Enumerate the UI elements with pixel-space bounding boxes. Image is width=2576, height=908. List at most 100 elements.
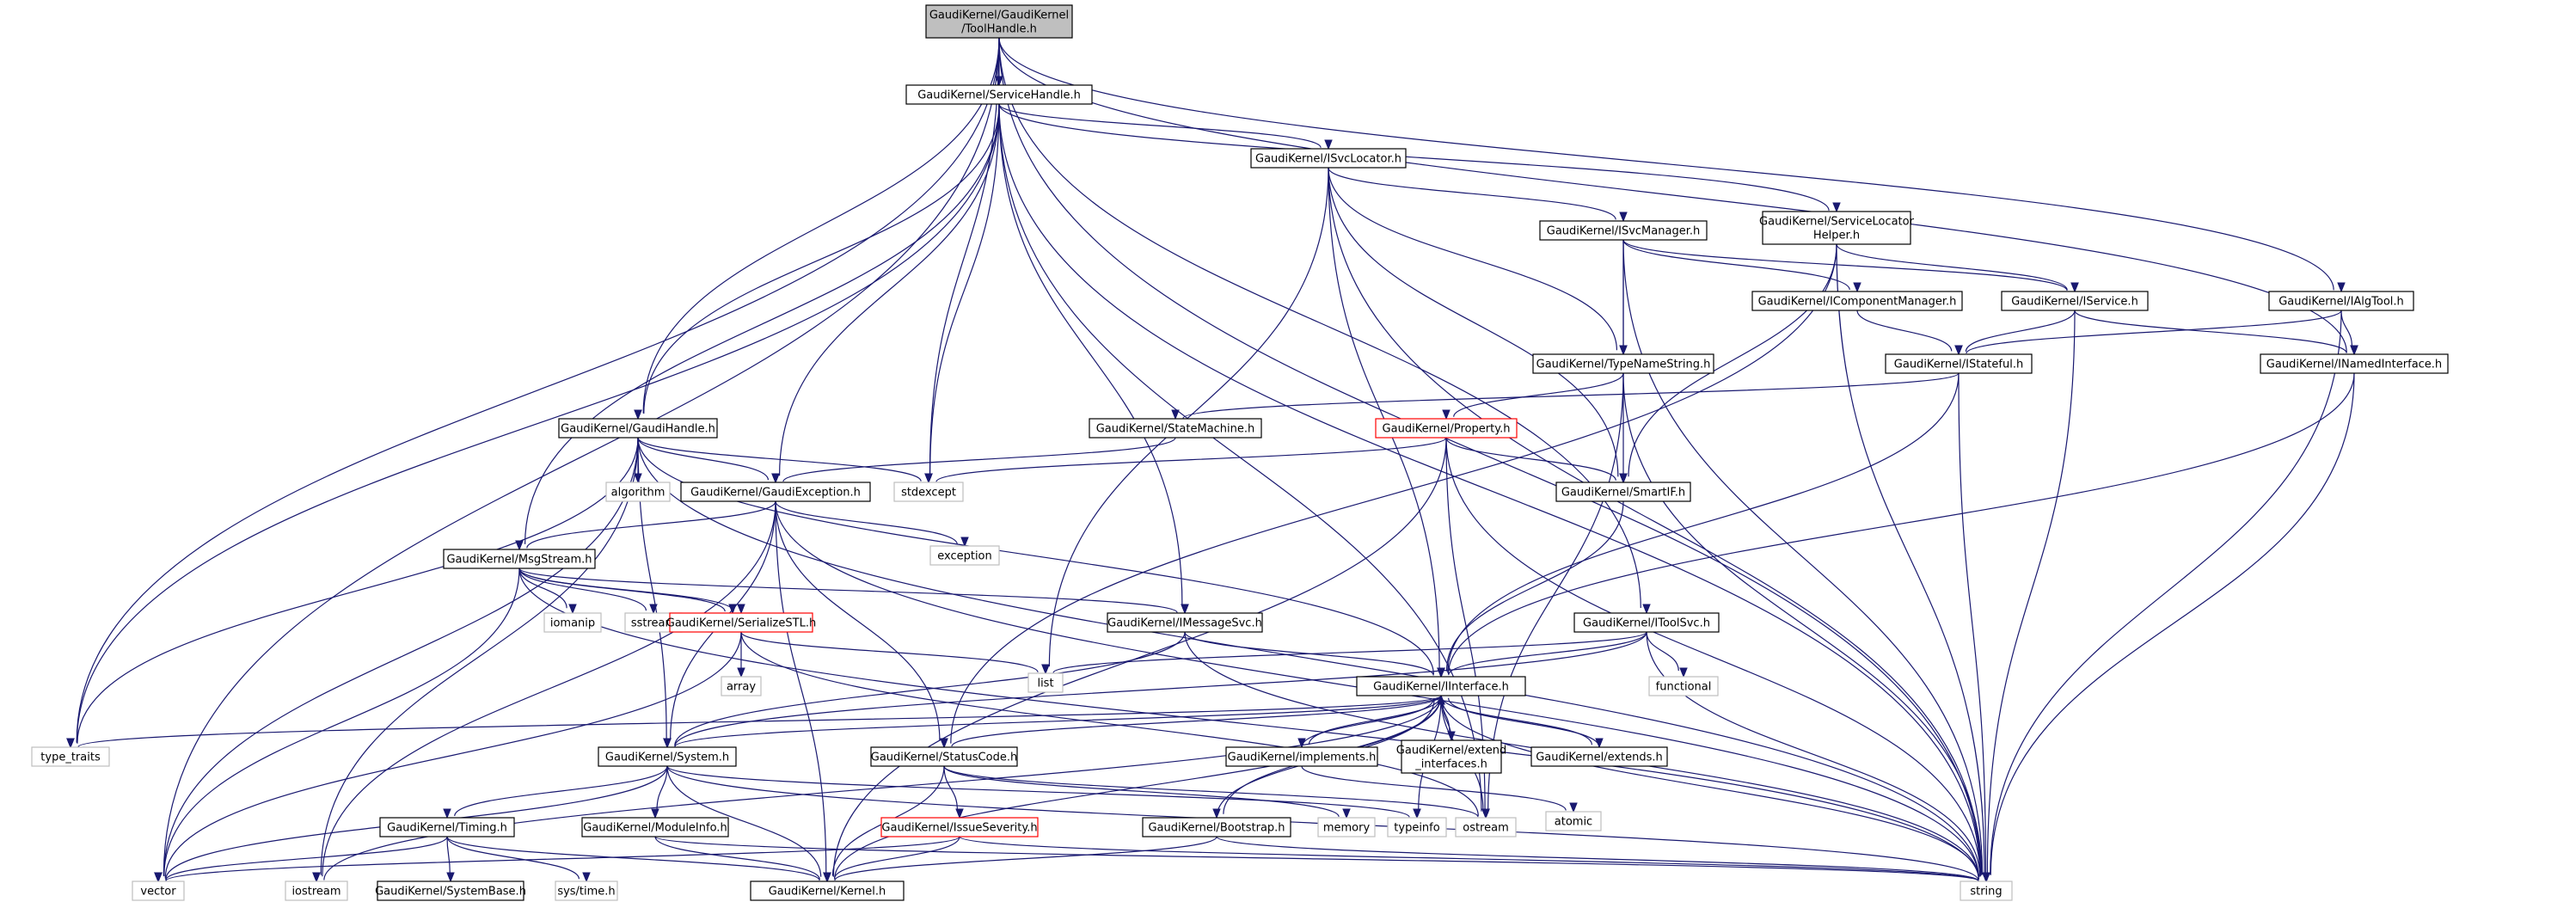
dependency-edge-smartif-to-iinterface (1437, 500, 1624, 678)
node-statuscode[interactable]: GaudiKernel/StatusCode.h (870, 746, 1018, 767)
node-label: GaudiKernel/IInterface.h (1373, 681, 1509, 694)
node-toolhandle[interactable]: GaudiKernel/GaudiKernel/ToolHandle.h (925, 4, 1073, 39)
node-timing[interactable]: GaudiKernel/Timing.h (379, 817, 515, 837)
dependency-edge-servicehandle-to-type_traits (66, 103, 1000, 749)
node-label: memory (1323, 822, 1371, 835)
node-box (2268, 291, 2414, 311)
dependency-edge-system-to-typeinfo (666, 765, 1421, 819)
node-label: /ToolHandle.h (961, 23, 1037, 36)
node-inamedinterface[interactable]: GaudiKernel/INamedInterface.h (2260, 353, 2449, 374)
node-imessagesvc[interactable]: GaudiKernel/IMessageSvc.h (1107, 612, 1263, 633)
node-itoolsvc[interactable]: GaudiKernel/IToolSvc.h (1573, 612, 1720, 633)
node-box (1530, 746, 1668, 767)
node-icomponentmanager[interactable]: GaudiKernel/IComponentManager.h (1751, 291, 1963, 311)
dependency-edge-property-to-stdexcept (924, 437, 1447, 484)
node-moduleinfo[interactable]: GaudiKernel/ModuleInfo.h (581, 817, 729, 837)
node-label: GaudiKernel/IStateful.h (1894, 359, 2023, 371)
node-label: GaudiKernel/IMessageSvc.h (1107, 617, 1262, 630)
dependency-edge-iinterface-to-string (1440, 695, 1990, 883)
node-label: vector (140, 886, 176, 899)
node-istateful[interactable]: GaudiKernel/IStateful.h (1885, 353, 2033, 374)
dependency-edge-servicehandle-to-imessagesvc (998, 103, 1189, 615)
node-implements[interactable]: GaudiKernel/implements.h (1225, 746, 1378, 767)
node-bootstrap[interactable]: GaudiKernel/Bootstrap.h (1142, 817, 1291, 837)
dependency-edge-iservice-to-inamedinterface (2074, 310, 2358, 356)
node-box (1027, 672, 1064, 693)
node-msgstream[interactable]: GaudiKernel/MsgStream.h (443, 549, 596, 569)
node-vector: vector (132, 880, 185, 901)
nodes-layer: GaudiKernel/GaudiKernel/ToolHandle.hGaud… (31, 4, 2449, 901)
dependency-edge-gaudiexception-to-exception (775, 500, 969, 548)
node-isvcmanager[interactable]: GaudiKernel/ISvcManager.h (1539, 220, 1708, 241)
node-iinterface[interactable]: GaudiKernel/IInterface.h (1356, 676, 1526, 696)
node-label: atomic (1555, 816, 1592, 829)
node-issueseverity[interactable]: GaudiKernel/IssueSeverity.h (880, 817, 1039, 837)
dependency-edge-inamedinterface-to-string (1982, 372, 2355, 883)
dependency-edge-iservice-to-string (1982, 310, 2076, 883)
node-atomic: atomic (1545, 811, 1602, 831)
node-servicehandle[interactable]: GaudiKernel/ServiceHandle.h (905, 84, 1093, 105)
node-label: GaudiKernel/ServiceLocator (1759, 216, 1915, 229)
dependency-edge-isvcmanager-to-string (1622, 239, 1990, 883)
node-box (1317, 817, 1376, 837)
dependency-edge-statemachine-to-gaudiexception (771, 437, 1176, 484)
node-label: Helper.h (1813, 230, 1860, 242)
node-box (558, 418, 718, 439)
node-label: GaudiKernel/INamedInterface.h (2266, 359, 2442, 371)
node-label: GaudiKernel/ModuleInfo.h (583, 822, 727, 835)
dependency-edge-implements-to-atomic (1301, 765, 1578, 813)
node-box (925, 4, 1073, 39)
node-list: list (1027, 672, 1064, 693)
node-kernel[interactable]: GaudiKernel/Kernel.h (750, 880, 905, 901)
node-label: GaudiKernel/GaudiException.h (690, 487, 861, 500)
node-box (605, 482, 671, 502)
dependency-edge-isvcmanager-to-icomponentmanager (1622, 239, 1861, 293)
node-box (132, 880, 185, 901)
node-box (1555, 482, 1691, 502)
node-label: GaudiKernel/Timing.h (387, 822, 507, 835)
dependency-edge-timing-to-systembase (446, 836, 455, 883)
dependency-edge-isvclocator-to-isvcmanager (1328, 167, 1628, 223)
node-property[interactable]: GaudiKernel/Property.h (1375, 418, 1518, 439)
node-statemachine[interactable]: GaudiKernel/StateMachine.h (1089, 418, 1262, 439)
node-isvclocator[interactable]: GaudiKernel/ISvcLocator.h (1250, 148, 1407, 169)
node-ialgtool[interactable]: GaudiKernel/IAlgTool.h (2268, 291, 2414, 311)
dependency-edge-iinterface-to-implements (1297, 695, 1442, 749)
node-label: sys/time.h (557, 886, 615, 899)
node-box (1455, 817, 1517, 837)
node-label: type_traits (40, 752, 101, 764)
node-box (721, 676, 762, 696)
dependency-edge-servicelocatorhelper-to-iservice (1836, 243, 2079, 293)
dependency-edge-iinterface-to-type_traits (66, 695, 1442, 749)
dependency-edge-iinterface-to-kernel (823, 695, 1442, 883)
node-smartif[interactable]: GaudiKernel/SmartIF.h (1555, 482, 1691, 502)
dependency-edge-ialgtool-to-inamedinterface (2340, 310, 2358, 356)
node-extend_interfaces[interactable]: GaudiKernel/extend_interfaces.h (1396, 739, 1506, 774)
node-label: GaudiKernel/ISvcLocator.h (1255, 153, 1401, 166)
node-gaudiexception[interactable]: GaudiKernel/GaudiException.h (680, 482, 871, 502)
dependency-edge-iinterface-to-extends (1440, 695, 1604, 749)
dependency-edge-gaudiexception-to-msgstream (515, 500, 776, 551)
node-typeinfo: typeinfo (1387, 817, 1447, 837)
node-label: GaudiKernel/SmartIF.h (1561, 487, 1685, 500)
node-iservice[interactable]: GaudiKernel/IService.h (2001, 291, 2149, 311)
node-box (379, 817, 515, 837)
dependency-edge-itoolsvc-to-string (1646, 631, 1990, 883)
node-iostream: iostream (285, 880, 348, 901)
dependency-edge-timing-to-vector (154, 836, 448, 883)
node-typenamestring[interactable]: GaudiKernel/TypeNameString.h (1532, 353, 1714, 374)
node-system[interactable]: GaudiKernel/System.h (598, 746, 737, 767)
node-label: iostream (291, 886, 340, 899)
dependency-edge-gaudihandle-to-stdexcept (637, 437, 933, 484)
node-systembase[interactable]: GaudiKernel/SystemBase.h (375, 880, 526, 901)
node-extends[interactable]: GaudiKernel/extends.h (1530, 746, 1668, 767)
node-box (377, 880, 524, 901)
node-box (1545, 811, 1602, 831)
node-gaudihandle[interactable]: GaudiKernel/GaudiHandle.h (558, 418, 718, 439)
node-box (285, 880, 348, 901)
dependency-edge-statuscode-to-ostream (943, 765, 1490, 819)
node-serializestl[interactable]: GaudiKernel/SerializeSTL.h (666, 612, 816, 633)
node-box (1960, 880, 2013, 901)
dependency-edge-isvcmanager-to-iservice (1622, 239, 2079, 293)
